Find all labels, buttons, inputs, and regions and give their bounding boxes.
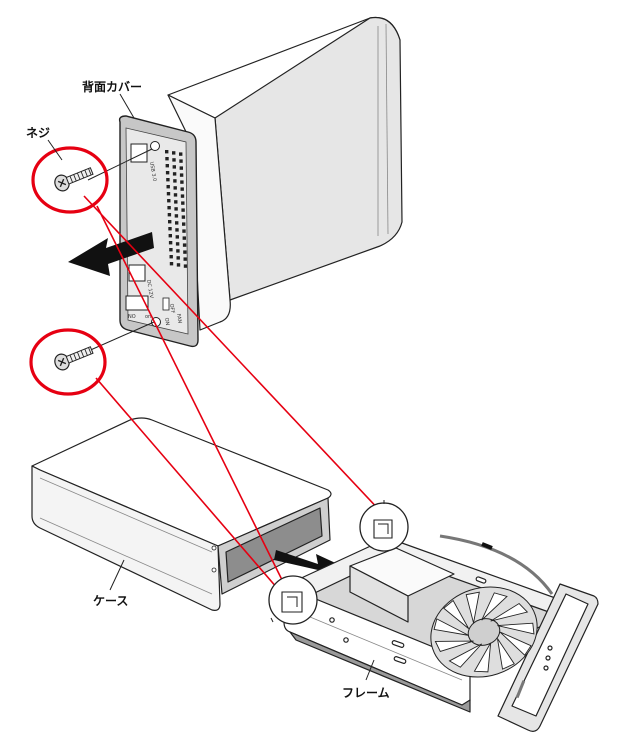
- vent-hole: [176, 249, 180, 253]
- vent-hole: [165, 157, 169, 161]
- screw-leader-bottom: [85, 321, 155, 353]
- vent-hole: [169, 262, 174, 266]
- vent-hole: [182, 229, 186, 233]
- vent-hole: [182, 243, 187, 247]
- leader-back-cover: [119, 93, 135, 119]
- vent-hole: [168, 220, 172, 224]
- vent-hole: [180, 187, 184, 191]
- enclosure-top: [167, 16, 403, 331]
- screw-icon: [54, 167, 94, 192]
- fan-cable: [439, 534, 554, 595]
- vent-hole: [181, 208, 185, 212]
- vent-hole: [179, 159, 183, 163]
- fan-blade: [499, 631, 532, 656]
- vent-hole: [176, 256, 180, 260]
- vent-hole: [169, 255, 173, 259]
- vent-hole: [165, 171, 170, 175]
- vent-hole: [172, 165, 176, 169]
- callout-circle-tab-back: [359, 500, 409, 552]
- fan-on-label: ON: [163, 317, 170, 326]
- vent-hole: [173, 193, 178, 197]
- vent-hole: [180, 180, 184, 184]
- vent-hole: [181, 201, 185, 205]
- label-screw: ネジ: [26, 126, 51, 140]
- vent-hole: [165, 150, 169, 154]
- arrow-left-icon: [68, 232, 154, 276]
- fan-blade: [448, 643, 483, 668]
- leader-screw: [47, 139, 63, 161]
- vent-hole: [182, 222, 186, 226]
- back-cover-panel: USB 3.0 DC 12V NO on OFF ON FAN: [118, 115, 199, 348]
- fan-icon: [430, 586, 538, 678]
- vent-hole: [179, 166, 183, 170]
- callout-lines: [83, 195, 384, 597]
- vent-hole: [179, 173, 184, 177]
- vent-hole: [169, 248, 173, 252]
- fan-blade: [434, 640, 474, 652]
- screw-icon: [54, 346, 94, 371]
- vent-hole: [183, 264, 188, 268]
- fan-blade: [443, 599, 470, 629]
- vent-hole: [167, 199, 171, 203]
- callout-circle-screw-bottom: [29, 328, 107, 396]
- vent-hole: [175, 235, 179, 239]
- vent-hole: [182, 236, 186, 240]
- leader-case: [109, 559, 125, 591]
- fan-blade: [433, 618, 469, 636]
- fan-blade: [473, 642, 492, 673]
- vent-hole: [181, 215, 186, 219]
- vent-hole: [175, 221, 179, 225]
- no-label: NO: [128, 314, 136, 320]
- vent-hole: [179, 152, 183, 156]
- vent-hole: [166, 192, 171, 196]
- screw-leader-top: [87, 148, 153, 181]
- vent-hole: [172, 151, 176, 155]
- vent-hole: [173, 186, 177, 190]
- label-back-cover: 背面カバー: [82, 80, 143, 94]
- fan-blade: [490, 602, 529, 622]
- vent-hole: [183, 250, 187, 254]
- vent-hole: [168, 227, 172, 231]
- dc-label: DC 12V: [145, 279, 154, 299]
- cable-connector: [481, 542, 493, 550]
- callout-circle-tab-front: [268, 575, 318, 625]
- fan-off-label: OFF: [168, 303, 176, 314]
- callout-circle-screw-top: [31, 146, 109, 214]
- vent-hole: [174, 200, 178, 204]
- fan-blade: [497, 638, 515, 670]
- case-body: [31, 417, 332, 611]
- leader-frame: [365, 659, 375, 681]
- vent-hole: [172, 172, 177, 176]
- fan-blade: [481, 592, 508, 621]
- vent-hole: [166, 178, 170, 182]
- vent-hole: [180, 194, 185, 198]
- vent-hole: [168, 234, 172, 238]
- dcin-label: on: [145, 314, 151, 320]
- vent-hole: [183, 257, 187, 261]
- vent-hole: [175, 242, 180, 246]
- vent-hole: [167, 206, 171, 210]
- vent-hole: [174, 207, 178, 211]
- vent-hole: [167, 213, 172, 217]
- fan-blade: [497, 622, 535, 635]
- vent-grid: [165, 150, 188, 268]
- vent-hole: [166, 185, 170, 189]
- vent-hole: [173, 179, 177, 183]
- vent-hole: [172, 158, 176, 162]
- vent-hole: [176, 263, 181, 267]
- fan-label: FAN: [175, 313, 183, 324]
- label-case: ケース: [93, 594, 129, 608]
- label-frame: フレーム: [342, 686, 390, 700]
- fan-blade: [465, 591, 480, 624]
- vent-hole: [165, 164, 169, 168]
- vent-hole: [174, 214, 179, 218]
- vent-hole: [175, 228, 179, 232]
- vent-hole: [168, 241, 173, 245]
- usb-label: USB 3.0: [148, 161, 157, 182]
